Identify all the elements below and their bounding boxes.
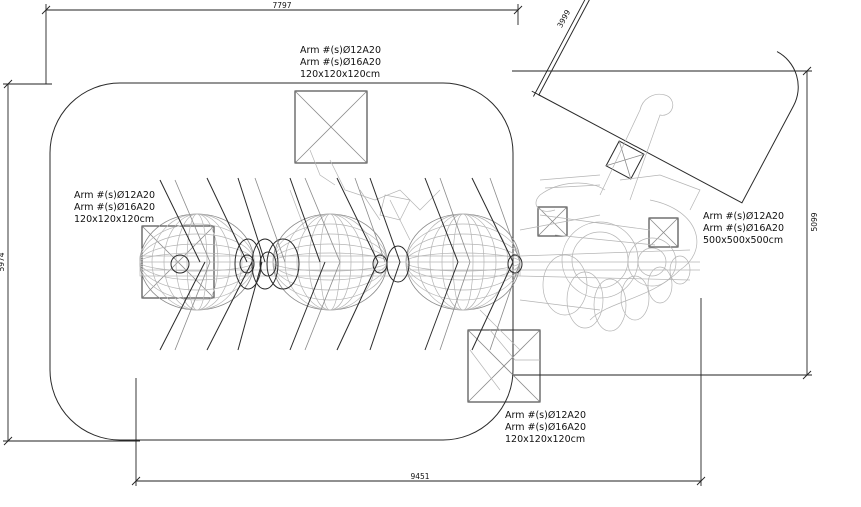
- rotated-zone: [531, 0, 799, 204]
- dimension-bottom-value: 9451: [410, 472, 429, 481]
- annotation-bottom-line3: 120x120x120cm: [505, 434, 585, 445]
- footing-square-top: [294, 90, 368, 164]
- annotation-right-line2: Arm #(s)Ø16A20: [703, 223, 784, 234]
- dimension-rotated-value: 3999: [555, 8, 572, 29]
- annotation-top-line2: Arm #(s)Ø16A20: [300, 57, 381, 68]
- annotation-left: Arm #(s)Ø12A20 Arm #(s)Ø16A20 120x120x12…: [74, 190, 155, 225]
- dimension-top: 7797: [41, 1, 523, 84]
- dimension-right: 5099: [512, 66, 819, 380]
- annotation-top-line3: 120x120x120cm: [300, 69, 380, 80]
- footing-square-bottom: [467, 329, 541, 403]
- dimension-bottom: 9451: [131, 298, 706, 486]
- annotation-left-line1: Arm #(s)Ø12A20: [74, 190, 155, 201]
- annotation-left-line3: 120x120x120cm: [74, 214, 154, 225]
- footing-square-rotated: [605, 140, 645, 180]
- dimension-top-value: 7797: [272, 1, 291, 10]
- footing-square-small-1: [537, 206, 568, 237]
- annotation-right-line1: Arm #(s)Ø12A20: [703, 211, 784, 222]
- annotation-bottom-line2: Arm #(s)Ø16A20: [505, 422, 586, 433]
- support-posts-light: [174, 177, 521, 351]
- annotation-right-line3: 500x500x500cm: [703, 235, 783, 246]
- dimension-right-value: 5099: [810, 212, 819, 231]
- structure-background: [139, 93, 701, 391]
- annotation-top-line1: Arm #(s)Ø12A20: [300, 45, 381, 56]
- annotation-bottom: Arm #(s)Ø12A20 Arm #(s)Ø16A20 120x120x12…: [505, 410, 586, 445]
- annotation-bottom-line1: Arm #(s)Ø12A20: [505, 410, 586, 421]
- annotation-top: Arm #(s)Ø12A20 Arm #(s)Ø16A20 120x120x12…: [300, 45, 381, 80]
- connector-rings: [234, 238, 410, 290]
- safety-zone-outline: [49, 82, 514, 441]
- dimension-left-value: 5974: [0, 252, 6, 271]
- dimension-left: 5974: [0, 79, 140, 446]
- annotation-right: Arm #(s)Ø12A20 Arm #(s)Ø16A20 500x500x50…: [703, 211, 784, 246]
- annotation-left-line2: Arm #(s)Ø16A20: [74, 202, 155, 213]
- footing-square-small-2: [648, 217, 679, 248]
- support-posts[interactable]: [159, 177, 514, 351]
